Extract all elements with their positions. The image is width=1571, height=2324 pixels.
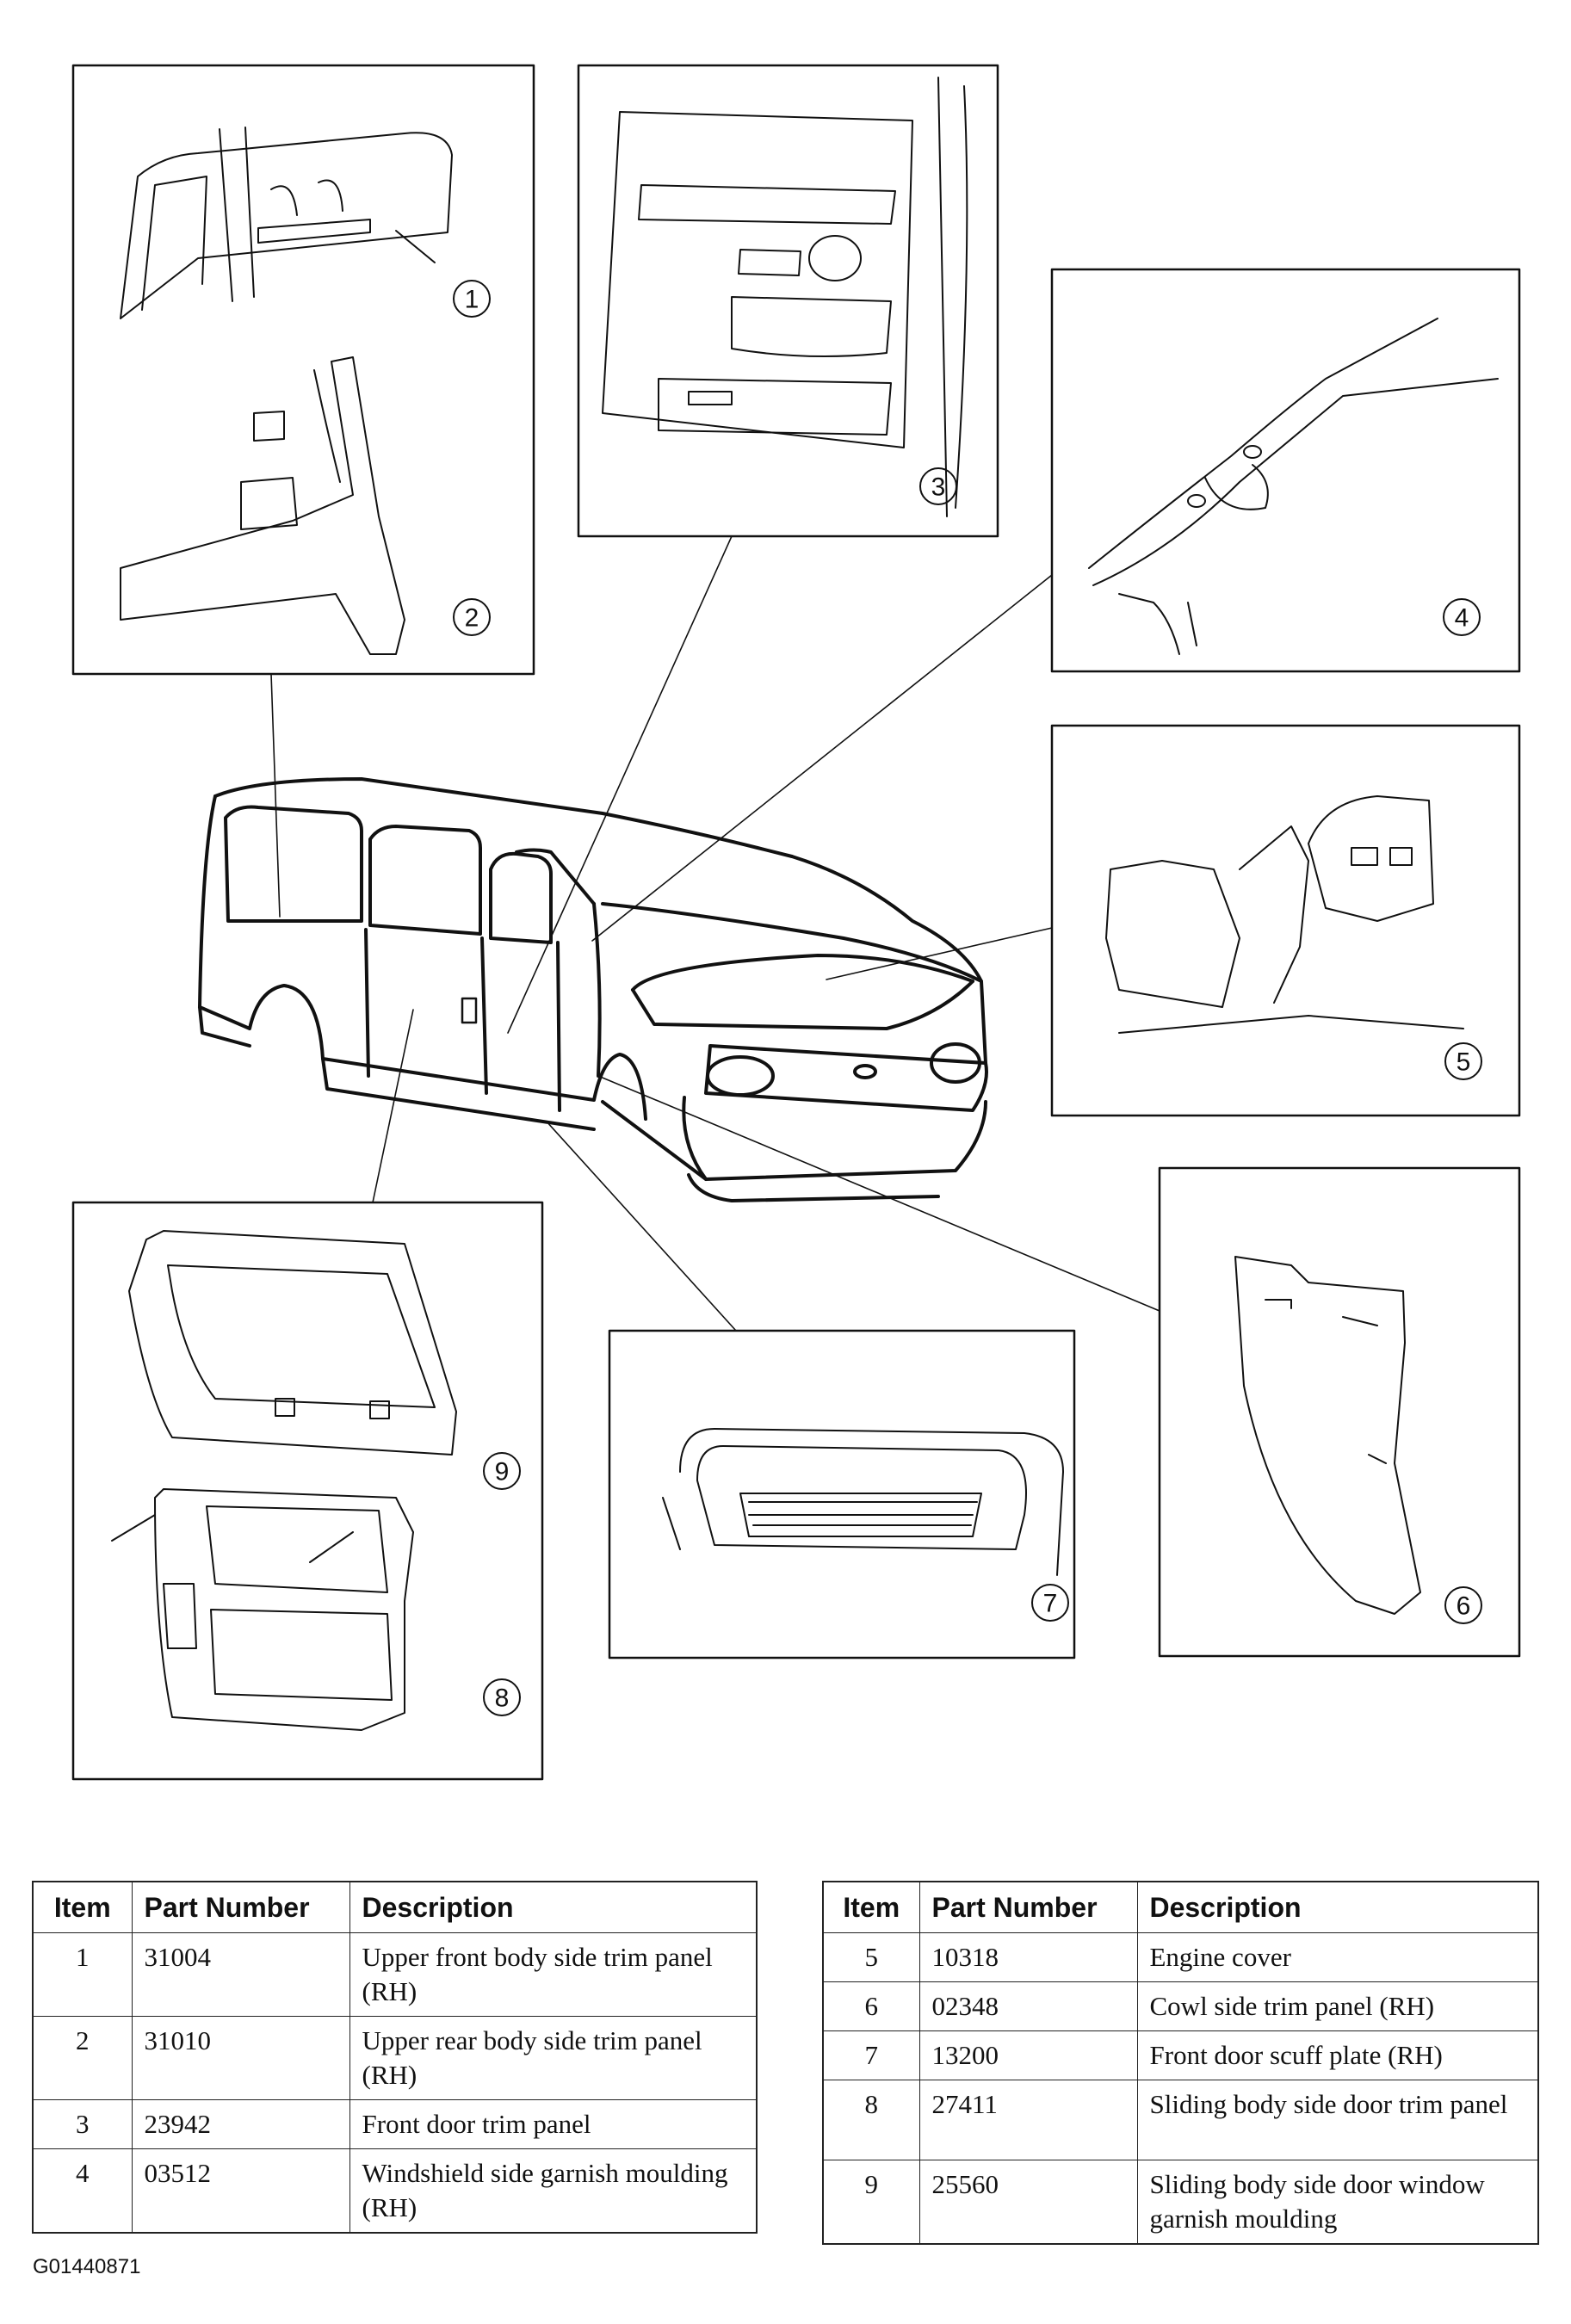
detail-box-5 bbox=[1050, 724, 1521, 1117]
table-header-row: Item Part Number Description bbox=[822, 1881, 1539, 1933]
part-number-cell: 02348 bbox=[918, 1981, 1138, 2031]
description-cell: Front door scuff plate (RH) bbox=[1136, 2030, 1539, 2080]
table-header-row: Item Part Number Description bbox=[32, 1881, 758, 1933]
callout-label-4: 4 bbox=[1455, 604, 1469, 633]
callout-7 bbox=[1031, 1584, 1069, 1622]
callout-label-5: 5 bbox=[1457, 1048, 1471, 1077]
item-cell: 8 bbox=[822, 2080, 920, 2160]
table-row: 6 02348 Cowl side trim panel (RH) bbox=[822, 1981, 1539, 2031]
sketch-part-3 bbox=[602, 77, 968, 517]
item-cell: 1 bbox=[32, 1932, 133, 2017]
table-row: 1 31004 Upper front body side trim panel… bbox=[32, 1932, 758, 2017]
table-row: 8 27411 Sliding body side door trim pane… bbox=[822, 2080, 1539, 2160]
item-cell: 7 bbox=[822, 2030, 920, 2080]
part-number-cell: 31010 bbox=[131, 2016, 350, 2100]
detail-box-8-9 bbox=[71, 1201, 544, 1781]
description-cell: Front door trim panel bbox=[349, 2099, 758, 2149]
description-cell: Upper rear body side trim panel (RH) bbox=[349, 2016, 758, 2100]
sketch-part-5 bbox=[1105, 795, 1464, 1034]
figure-code: G01440871 bbox=[33, 2255, 141, 2278]
table-row: 2 31010 Upper rear body side trim panel … bbox=[32, 2016, 758, 2100]
table-row: 4 03512 Windshield side garnish moulding… bbox=[32, 2148, 758, 2234]
item-cell: 4 bbox=[32, 2148, 133, 2234]
detail-box-4 bbox=[1050, 268, 1521, 673]
description-cell: Upper front body side trim panel (RH) bbox=[349, 1932, 758, 2017]
description-cell: Cowl side trim panel (RH) bbox=[1136, 1981, 1539, 2031]
detail-box-3 bbox=[577, 64, 999, 538]
detail-box-6 bbox=[1158, 1166, 1521, 1658]
callout-label-2: 2 bbox=[465, 604, 479, 633]
item-cell: 9 bbox=[822, 2160, 920, 2245]
callout-label-3: 3 bbox=[931, 473, 946, 502]
parts-table-right: Item Part Number Description 5 10318 Eng… bbox=[822, 1881, 1539, 2245]
description-cell: Windshield side garnish moulding (RH) bbox=[349, 2148, 758, 2234]
sketch-part-1 bbox=[120, 127, 453, 319]
sketch-part-2 bbox=[120, 356, 405, 655]
callout-9 bbox=[483, 1452, 521, 1490]
callout-5 bbox=[1444, 1042, 1482, 1080]
sketch-part-6 bbox=[1234, 1256, 1421, 1615]
part-number-cell: 23942 bbox=[131, 2099, 350, 2149]
callout-label-9: 9 bbox=[495, 1458, 510, 1486]
van-illustration bbox=[198, 777, 988, 1202]
column-header-part-number: Part Number bbox=[131, 1881, 350, 1933]
callout-label-6: 6 bbox=[1457, 1592, 1471, 1621]
table-row: 9 25560 Sliding body side door window ga… bbox=[822, 2160, 1539, 2245]
callout-6 bbox=[1444, 1586, 1482, 1624]
item-cell: 2 bbox=[32, 2016, 133, 2100]
table-row: 5 10318 Engine cover bbox=[822, 1932, 1539, 1982]
item-cell: 3 bbox=[32, 2099, 133, 2149]
callout-8 bbox=[483, 1678, 521, 1716]
column-header-item: Item bbox=[32, 1881, 133, 1933]
parts-table-left: Item Part Number Description 1 31004 Upp… bbox=[32, 1881, 758, 2234]
callout-1 bbox=[453, 280, 491, 318]
column-header-part-number: Part Number bbox=[918, 1881, 1138, 1933]
part-number-cell: 31004 bbox=[131, 1932, 350, 2017]
sketch-part-4 bbox=[1088, 318, 1499, 655]
callout-4 bbox=[1443, 598, 1481, 636]
sketch-part-8 bbox=[111, 1488, 414, 1731]
column-header-description: Description bbox=[349, 1881, 758, 1933]
callout-3 bbox=[919, 467, 957, 505]
part-number-cell: 13200 bbox=[918, 2030, 1138, 2080]
description-cell: Engine cover bbox=[1136, 1932, 1539, 1982]
callout-label-1: 1 bbox=[465, 286, 479, 314]
column-header-description: Description bbox=[1136, 1881, 1539, 1933]
item-cell: 6 bbox=[822, 1981, 920, 2031]
sketch-part-7 bbox=[662, 1428, 1064, 1576]
part-number-cell: 03512 bbox=[131, 2148, 350, 2234]
sketch-part-9 bbox=[128, 1230, 457, 1456]
table-row: 7 13200 Front door scuff plate (RH) bbox=[822, 2030, 1539, 2080]
callout-label-7: 7 bbox=[1043, 1590, 1058, 1618]
part-number-cell: 10318 bbox=[918, 1932, 1138, 1982]
callout-label-8: 8 bbox=[495, 1684, 510, 1713]
description-cell: Sliding body side door trim panel bbox=[1136, 2080, 1539, 2160]
column-header-item: Item bbox=[822, 1881, 920, 1933]
leader-lines bbox=[270, 535, 1160, 1332]
part-number-cell: 25560 bbox=[918, 2160, 1138, 2245]
detail-box-7 bbox=[608, 1329, 1076, 1660]
part-number-cell: 27411 bbox=[918, 2080, 1138, 2160]
item-cell: 5 bbox=[822, 1932, 920, 1982]
detail-box-1-2 bbox=[71, 64, 535, 676]
callout-2 bbox=[453, 598, 491, 636]
description-cell: Sliding body side door window garnish mo… bbox=[1136, 2160, 1539, 2245]
table-row: 3 23942 Front door trim panel bbox=[32, 2099, 758, 2149]
